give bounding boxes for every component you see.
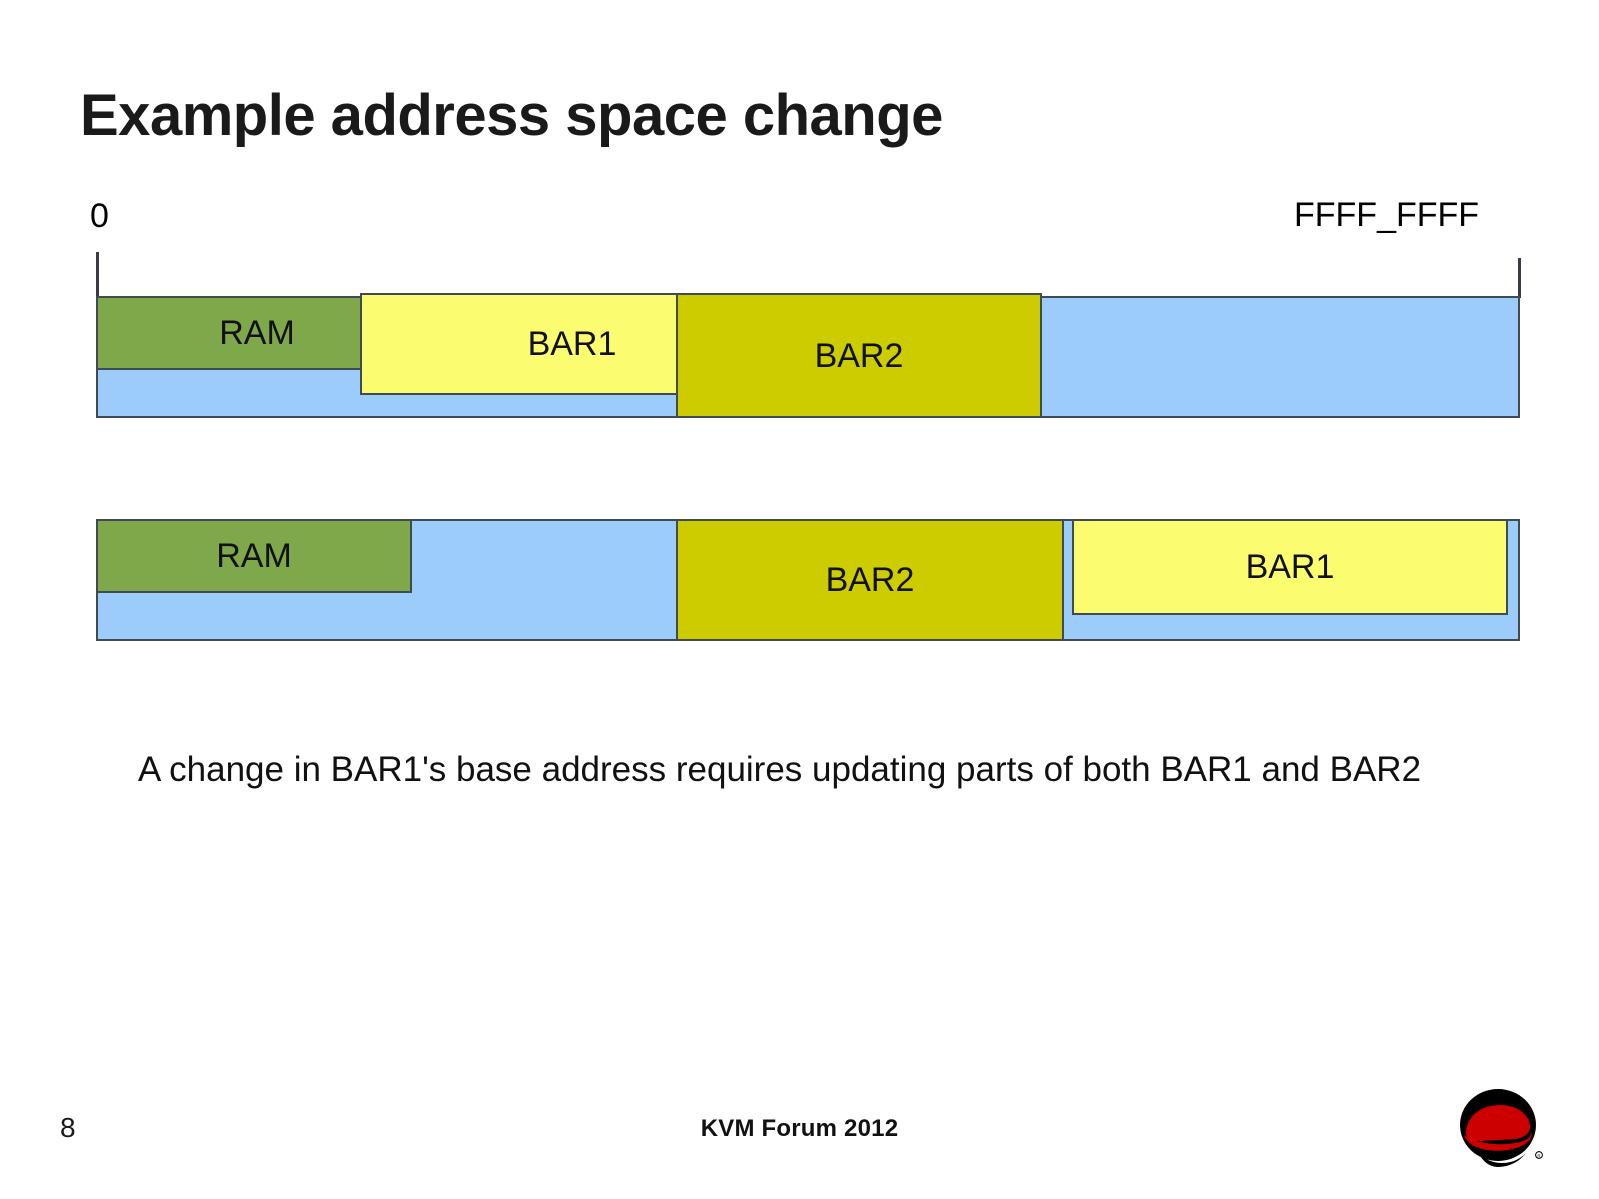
region-label: BAR2 xyxy=(814,336,904,375)
red-hat-shadowman-logo: R xyxy=(1442,1079,1554,1175)
axis-end-tick xyxy=(1518,258,1521,298)
page-title: Example address space change xyxy=(80,83,943,148)
region-label: BAR1 xyxy=(1245,548,1335,586)
region-ram: RAM xyxy=(96,519,412,593)
footer-text: KVM Forum 2012 xyxy=(700,1115,899,1142)
region-bar2: BAR2 xyxy=(676,293,1042,418)
region-label: RAM xyxy=(219,314,295,352)
diagram-caption: A change in BAR1's base address requires… xyxy=(138,750,1422,789)
axis-end-label: FFFF_FFFF xyxy=(1294,196,1480,234)
region-bar2: BAR2 xyxy=(676,519,1064,641)
axis-start-tick xyxy=(96,252,99,298)
memory-map-before: RAM BAR1 BAR2 xyxy=(96,293,1520,418)
axis-start-label: 0 xyxy=(90,197,109,235)
memory-map-after: RAM BAR2 BAR1 xyxy=(96,519,1520,641)
svg-text:R: R xyxy=(1537,1154,1540,1159)
region-bar1: BAR1 xyxy=(1072,519,1508,615)
region-label: BAR1 xyxy=(527,325,617,363)
page-number: 8 xyxy=(60,1112,76,1143)
region-label: RAM xyxy=(216,537,292,575)
region-label: BAR2 xyxy=(825,561,915,599)
